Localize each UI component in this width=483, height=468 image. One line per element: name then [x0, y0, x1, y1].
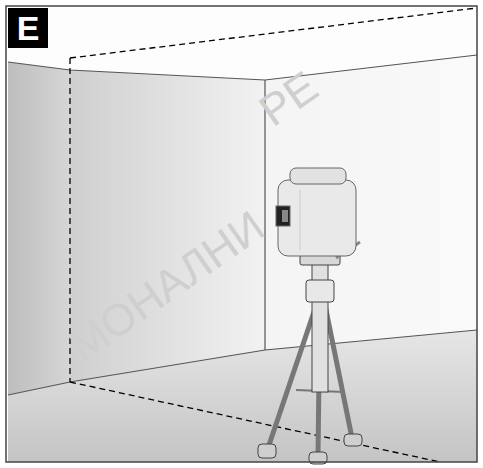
watermark: РЕ [250, 61, 327, 136]
figure-letter-box: E [8, 8, 48, 48]
watermark: МОНАЛНИ [60, 201, 273, 371]
figure-letter: E [17, 11, 40, 45]
